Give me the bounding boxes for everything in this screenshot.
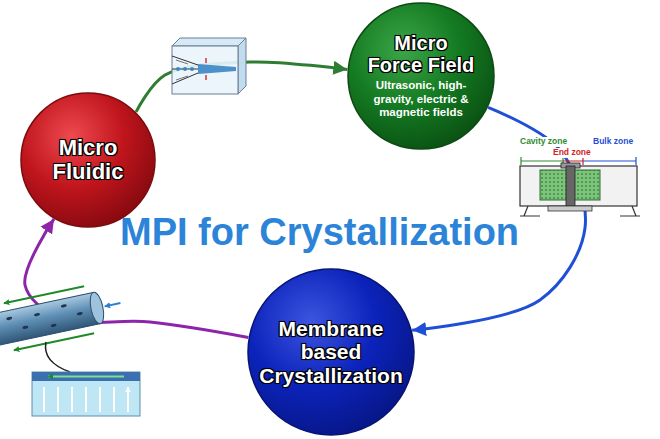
- crystal: [34, 313, 40, 317]
- ultrasonic-reactor: [520, 157, 640, 216]
- cycle-circle: Micro Fluidic: [20, 92, 156, 228]
- circle-content: Micro Fluidic: [34, 136, 142, 184]
- detail-leader: [46, 342, 71, 372]
- chip-face: [172, 46, 238, 94]
- housing: [520, 166, 637, 206]
- zone-label: Bulk zone: [592, 137, 634, 147]
- circle-body: Ultrasonic, high-gravity, electric & mag…: [365, 79, 477, 120]
- diagram-title: MPI for Crystallization: [120, 213, 519, 251]
- zone-label: Cavity zone: [519, 137, 568, 147]
- circle-heading: Micro Force Field: [366, 32, 476, 76]
- chip-side: [238, 38, 246, 94]
- circle-heading: Micro Fluidic: [34, 136, 142, 184]
- chip-top: [172, 38, 246, 46]
- flow-channel: [32, 372, 140, 381]
- shell-flow-arrow: [4, 286, 84, 303]
- circle-content: Micro Force FieldUltrasonic, high-gravit…: [365, 32, 477, 120]
- flow-marks: [205, 58, 207, 80]
- membrane-detail: [32, 372, 140, 416]
- droplet: [176, 67, 180, 71]
- focused-jet: [198, 64, 236, 74]
- droplet: [190, 67, 194, 71]
- crystal: [50, 323, 56, 327]
- crystal: [61, 304, 67, 308]
- flow-arrows: [176, 60, 188, 80]
- circle-outline: [347, 2, 495, 150]
- inlet-channels: [172, 56, 198, 84]
- base-plate: [548, 206, 592, 211]
- crystal: [6, 316, 12, 320]
- shell-flow-arrow: [14, 333, 94, 350]
- membrane-module: [0, 280, 140, 416]
- probe: [566, 166, 575, 206]
- permeate-arrows: [44, 387, 128, 412]
- microfluidic-chip: [172, 38, 246, 94]
- bulk-dimension: [583, 157, 636, 165]
- cavity-dimension: [521, 157, 563, 165]
- legs: [520, 206, 640, 216]
- circle-fill: [21, 93, 155, 227]
- crystal: [22, 325, 28, 329]
- circle-fill: [248, 269, 414, 435]
- zone-label: End zone: [552, 148, 592, 158]
- droplet: [183, 67, 187, 71]
- circle-fill: [348, 3, 494, 149]
- channel-arrow: [48, 376, 124, 378]
- cycle-circle: Membrane based Crystallization: [247, 268, 415, 436]
- tube-end: [88, 291, 106, 325]
- feed-arrow: [105, 303, 121, 306]
- crystal: [77, 312, 83, 316]
- circle-heading: Membrane based Crystallization: [258, 317, 404, 386]
- circle-content: Membrane based Crystallization: [258, 317, 404, 386]
- cycle-circle: Micro Force FieldUltrasonic, high-gravit…: [347, 2, 495, 150]
